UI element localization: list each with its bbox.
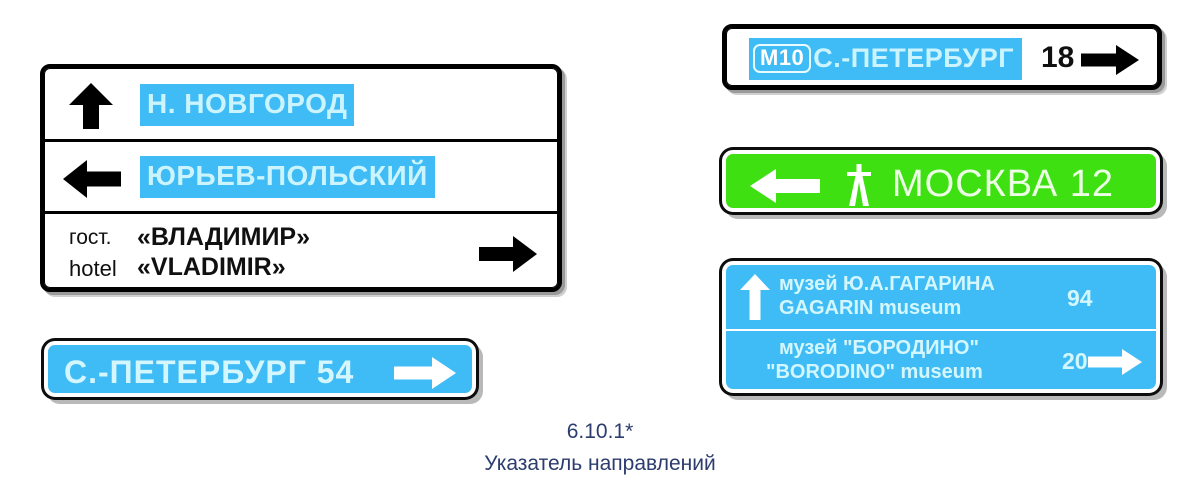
- arrow-left-icon: [750, 169, 820, 203]
- arrow-up-icon: [69, 83, 113, 129]
- route-shield-m10: M10: [753, 44, 812, 74]
- motorway-icon: [842, 162, 876, 208]
- board-label-hotel-ru: «ВЛАДИМИР»: [137, 223, 311, 251]
- museum-borodino-distance: 20: [1062, 348, 1088, 374]
- arrow-right-icon: [1088, 349, 1142, 375]
- m10-distance-label: 18: [1041, 41, 1075, 74]
- arrow-right-icon: [1081, 45, 1139, 75]
- caption-code: 6.10.1*: [566, 420, 634, 443]
- caption-title: Указатель направлений: [484, 452, 716, 475]
- museum-borodino-label-ru: музей "БОРОДИНО": [779, 337, 979, 359]
- museum-gagarin-label-ru: музей Ю.А.ГАГАРИНА: [779, 273, 995, 295]
- moscow-green-sign[interactable]: МОСКВА 12: [722, 150, 1160, 212]
- board-label-nizhny-novgorod: Н. НОВГОРОД: [140, 84, 355, 126]
- arrow-right-icon: [394, 357, 456, 389]
- board-label-hotel-en: «VLADIMIR»: [137, 253, 286, 281]
- board-row-hotel-vladimir[interactable]: гост. «ВЛАДИМИР» hotel «VLADIMIR»: [45, 211, 557, 287]
- spb-blue-sign[interactable]: С.-ПЕТЕРБУРГ 54: [44, 341, 476, 397]
- arrow-right-icon: [479, 236, 537, 272]
- spb-sign-label: С.-ПЕТЕРБУРГ 54: [64, 354, 355, 390]
- board-label-yuryev-polsky: ЮРЬЕВ-ПОЛЬСКИЙ: [140, 156, 435, 198]
- board-inner: Н. НОВГОРОД ЮРЬЕВ-ПОЛЬСКИЙ гост. «ВЛАДИМ…: [44, 68, 558, 288]
- museum-gagarin-distance: 94: [1067, 285, 1093, 311]
- board-label-hotel-ru-prefix: гост.: [69, 226, 112, 249]
- moscow-sign-label: МОСКВА 12: [892, 163, 1115, 205]
- museum-borodino-label-en: "BORODINO" museum: [766, 361, 983, 383]
- arrow-up-icon: [740, 274, 770, 320]
- arrow-left-icon: [63, 160, 121, 198]
- m10-destination-label: С.-ПЕТЕРБУРГ: [813, 43, 1015, 73]
- board-row-nizhny-novgorod[interactable]: Н. НОВГОРОД: [45, 69, 557, 139]
- museum-row-borodino[interactable]: музей "БОРОДИНО" "BORODINO" museum 20: [726, 329, 1156, 389]
- museum-row-gagarin[interactable]: музей Ю.А.ГАГАРИНА GAGARIN museum 94: [726, 265, 1156, 329]
- museums-blue-board[interactable]: музей Ю.А.ГАГАРИНА GAGARIN museum 94 муз…: [722, 261, 1160, 393]
- board-label-hotel-en-prefix: hotel: [69, 256, 117, 281]
- museum-gagarin-label-en: GAGARIN museum: [779, 297, 962, 319]
- multi-destination-board[interactable]: Н. НОВГОРОД ЮРЬЕВ-ПОЛЬСКИЙ гост. «ВЛАДИМ…: [40, 64, 562, 292]
- board-row-yuryev-polsky[interactable]: ЮРЬЕВ-ПОЛЬСКИЙ: [45, 139, 557, 211]
